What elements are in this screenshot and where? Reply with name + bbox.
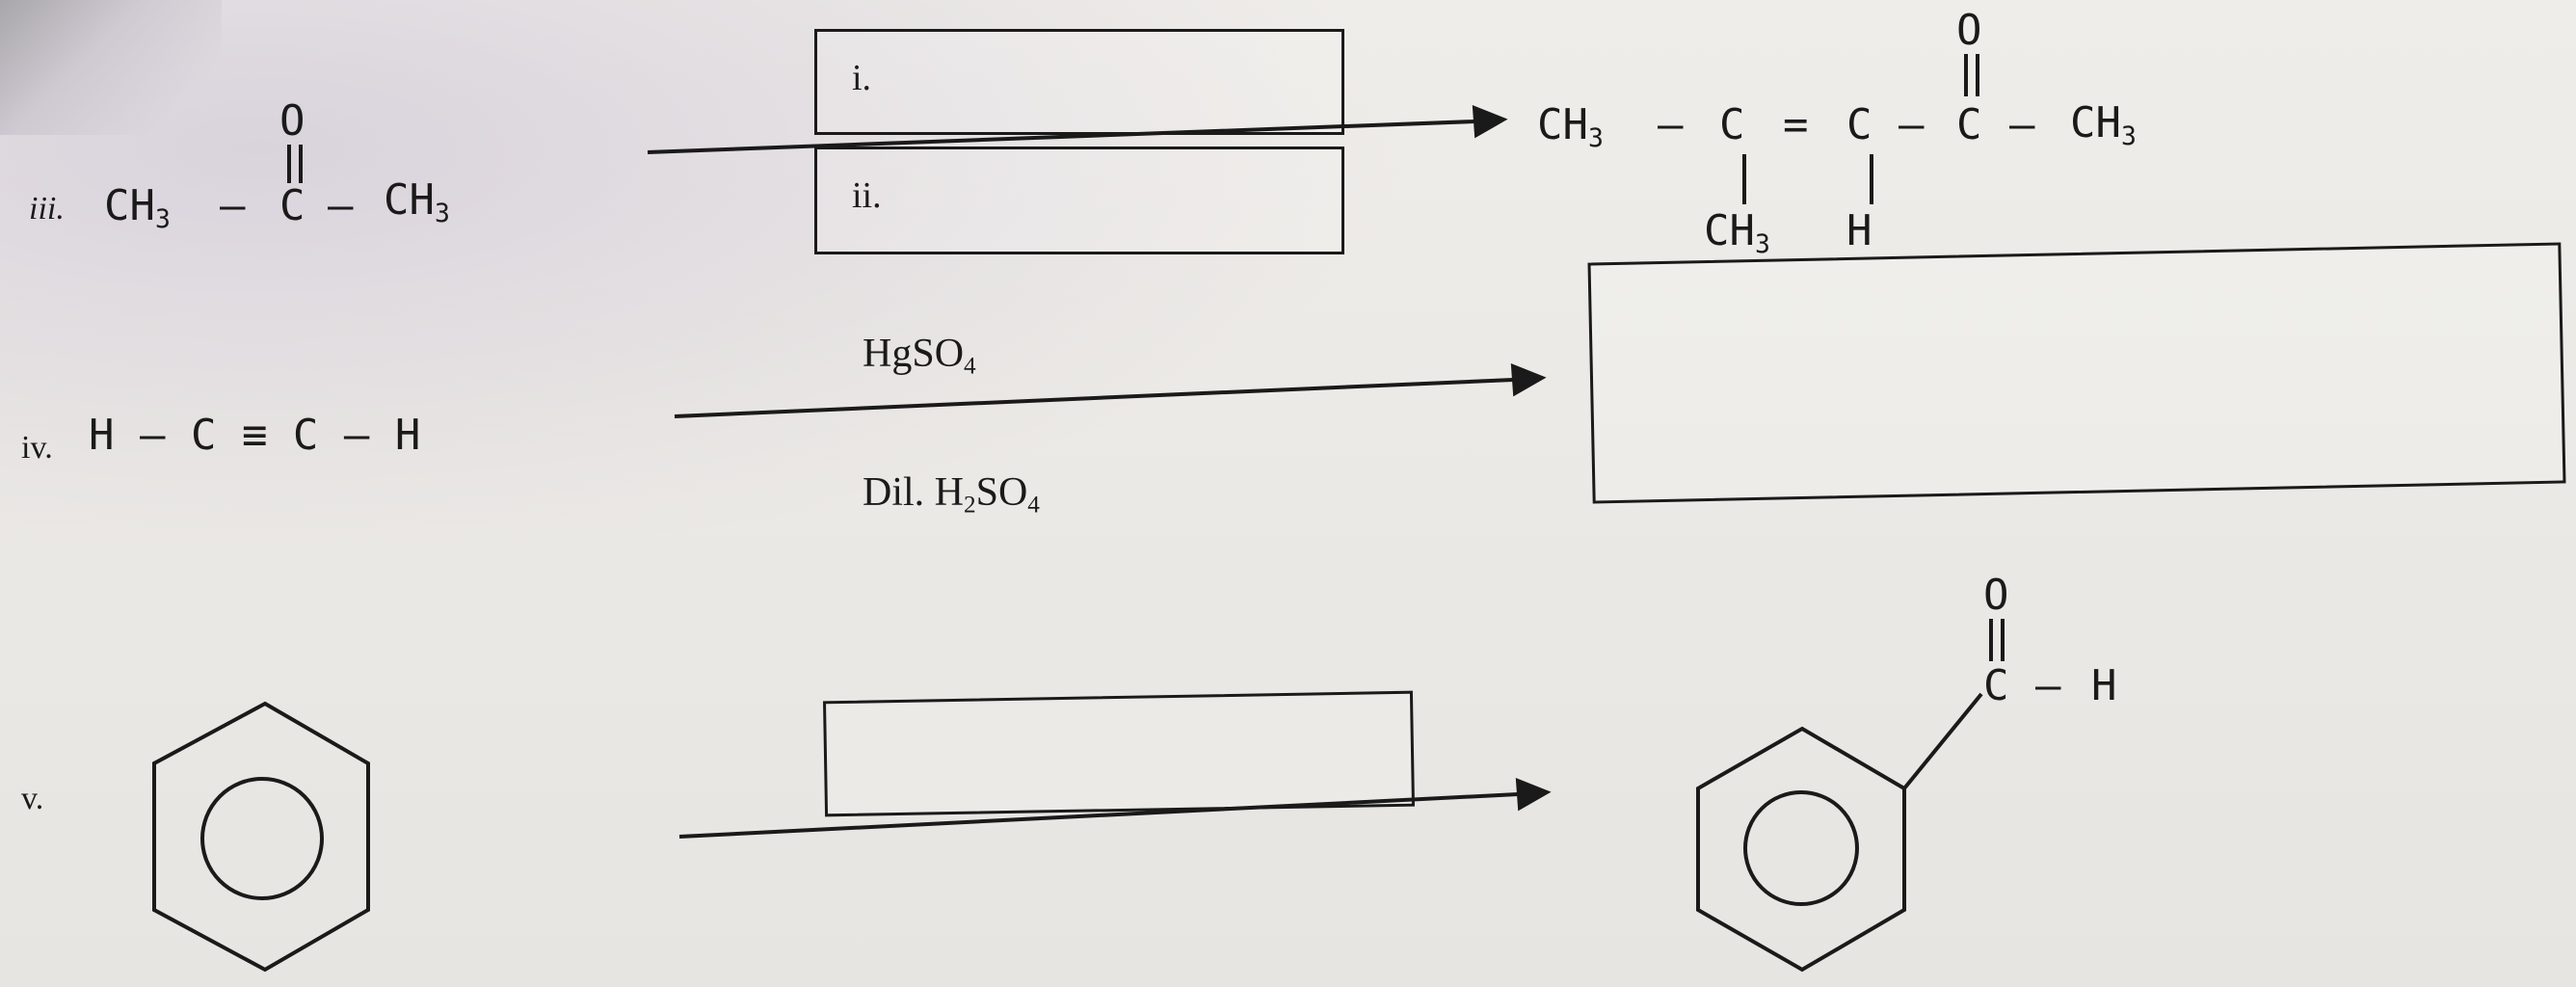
reactant-dash-1: – bbox=[220, 181, 246, 230]
product-aldehyde-dash: – bbox=[2035, 661, 2061, 710]
reagent-box-i-label: i. bbox=[852, 58, 872, 98]
product-aldehyde-h: H bbox=[2091, 661, 2117, 710]
product-c4: C bbox=[1956, 100, 1982, 149]
reactant-dash-2: – bbox=[328, 181, 354, 230]
reactant-acetylene: H – C ≡ C – H bbox=[89, 411, 421, 460]
product-aldehyde-carbon: C bbox=[1983, 661, 2009, 710]
reactant-carbonyl-oxygen: O bbox=[279, 96, 305, 146]
reaction-number-iv: iv. bbox=[21, 430, 53, 466]
product-branch-h: H bbox=[1846, 206, 1872, 255]
arrow-iv-shaft bbox=[674, 378, 1514, 418]
product-c3: C bbox=[1846, 100, 1872, 149]
benzene-aromatic-circle-product bbox=[1743, 790, 1859, 906]
benzene-aromatic-circle-reactant bbox=[200, 777, 324, 900]
product-double-bond: = bbox=[1783, 100, 1809, 149]
arrow-iii-head bbox=[1472, 104, 1508, 139]
reactant-ch3-left: CH3 bbox=[104, 181, 171, 234]
reagent-box-ii-label: ii. bbox=[852, 175, 882, 216]
product-ch3-c1: CH3 bbox=[1537, 100, 1604, 153]
product-bond-2: – bbox=[1899, 100, 1925, 149]
benzene-ring-reactant bbox=[152, 701, 370, 973]
product-c2: C bbox=[1719, 100, 1745, 149]
page-corner-shadow bbox=[0, 0, 222, 135]
product-ring-to-carbonyl-bond bbox=[1902, 692, 1983, 790]
reagent-dil-h2so4: Dil. H2SO4 bbox=[863, 470, 1040, 519]
benzene-ring-product bbox=[1696, 726, 1906, 973]
reaction-number-v: v. bbox=[21, 781, 44, 816]
arrow-v-shaft bbox=[678, 792, 1519, 839]
product-aldehyde-oxygen: O bbox=[1983, 571, 2009, 620]
product-c4-oxygen: O bbox=[1956, 6, 1982, 55]
arrow-iii-shaft bbox=[647, 120, 1475, 154]
reactant-carbonyl-carbon: C bbox=[279, 181, 305, 230]
reagent-box-ii[interactable]: ii. bbox=[814, 147, 1344, 254]
product-bond-3: – bbox=[2009, 100, 2035, 149]
reagent-box-i[interactable]: i. bbox=[814, 29, 1344, 135]
reactant-ch3-right: CH3 bbox=[384, 175, 450, 228]
product-bond-1: – bbox=[1658, 100, 1684, 149]
product-branch-ch3: CH3 bbox=[1704, 206, 1770, 259]
reaction-number-iii: iii. bbox=[29, 191, 65, 227]
product-ch3-c5: CH3 bbox=[2070, 98, 2137, 151]
reagent-hgso4: HgSO4 bbox=[863, 332, 976, 380]
arrow-iv-head bbox=[1510, 362, 1547, 397]
arrow-v-head bbox=[1515, 777, 1552, 812]
